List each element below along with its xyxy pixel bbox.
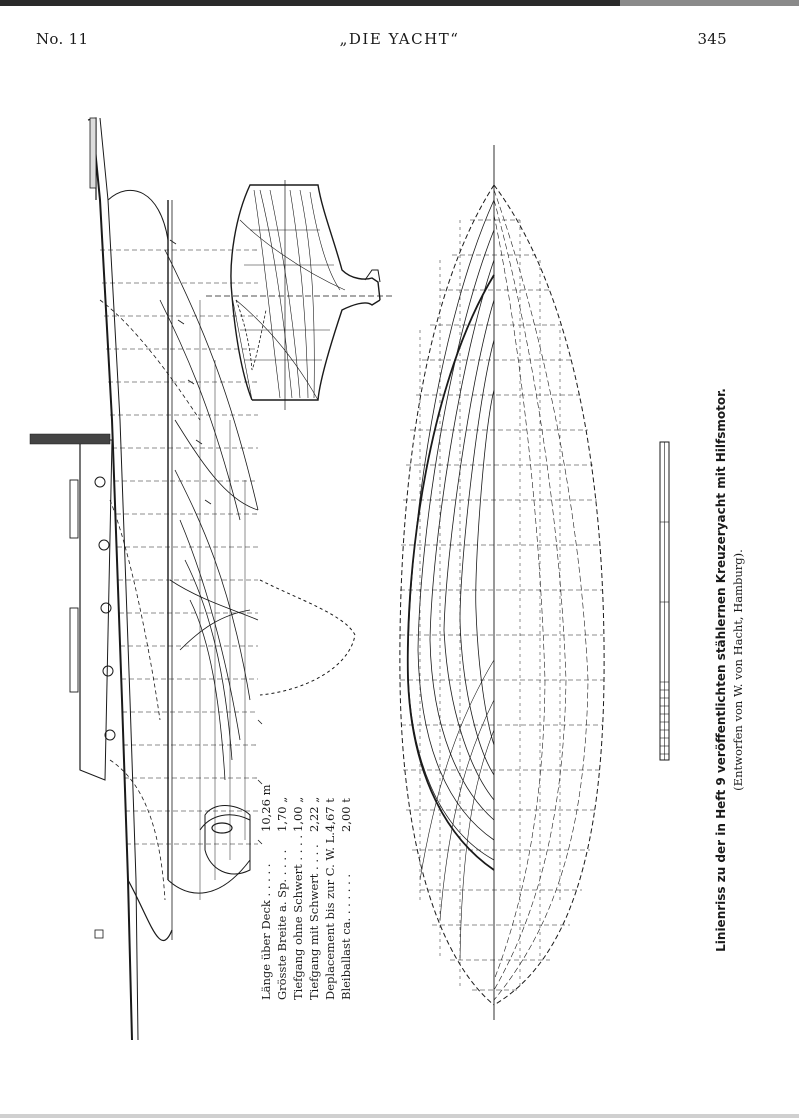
spec-value: 1,70 „ bbox=[275, 796, 289, 832]
spec-label: Deplacement bis zur C. W. L. bbox=[323, 832, 337, 1000]
spec-row: Deplacement bis zur C. W. L. 4,67 t bbox=[322, 790, 338, 1000]
spec-label: Tiefgang mit Schwert . . . . bbox=[307, 844, 321, 1000]
spec-row: Grösste Breite a. Sp. . . . . 1,70 „ bbox=[274, 790, 290, 1000]
half-breadth-plan bbox=[399, 145, 605, 1020]
specifications-table: Länge über Deck . . . . . 10,26 m Grösst… bbox=[258, 784, 354, 1000]
page-number: 345 bbox=[697, 30, 727, 48]
spec-value: 4,67 t bbox=[323, 798, 337, 832]
spec-value: 10,26 m bbox=[259, 784, 273, 832]
spec-row: Tiefgang mit Schwert . . . . 2,22 „ bbox=[306, 790, 322, 1000]
spec-value: 1,00 „ bbox=[291, 796, 305, 832]
sheer-plan bbox=[29, 117, 356, 1041]
page-bottom-edge bbox=[0, 1114, 799, 1118]
spec-row: Bleiballast ca. . . . . . . 2,00 t bbox=[338, 790, 354, 1000]
spec-row: Länge über Deck . . . . . 10,26 m bbox=[258, 784, 274, 1000]
magazine-title: „DIE YACHT“ bbox=[339, 30, 460, 48]
spec-value: 2,22 „ bbox=[307, 796, 321, 832]
spec-label: Bleiballast ca. . . . . . . bbox=[339, 873, 353, 1000]
issue-number: No. 11 bbox=[36, 30, 89, 48]
scale-bar bbox=[659, 441, 670, 761]
caption-subtitle: (Entworfen von W. von Hacht, Hamburg). bbox=[731, 549, 745, 791]
caption-title: Linienriss zu der in Heft 9 veröffentlic… bbox=[714, 388, 728, 952]
spec-value: 2,00 t bbox=[339, 798, 353, 832]
spec-row: Tiefgang ohne Schwert . . . . 1,00 „ bbox=[290, 790, 306, 1000]
spec-label: Tiefgang ohne Schwert . . . . bbox=[291, 835, 305, 1000]
page-top-edge bbox=[0, 0, 799, 6]
body-plan bbox=[206, 180, 394, 410]
figure-caption: Linienriss zu der in Heft 9 veröffentlic… bbox=[714, 340, 745, 1000]
spec-label: Länge über Deck . . . . . bbox=[259, 863, 273, 1000]
spec-label: Grösste Breite a. Sp. . . . . bbox=[275, 849, 289, 1000]
